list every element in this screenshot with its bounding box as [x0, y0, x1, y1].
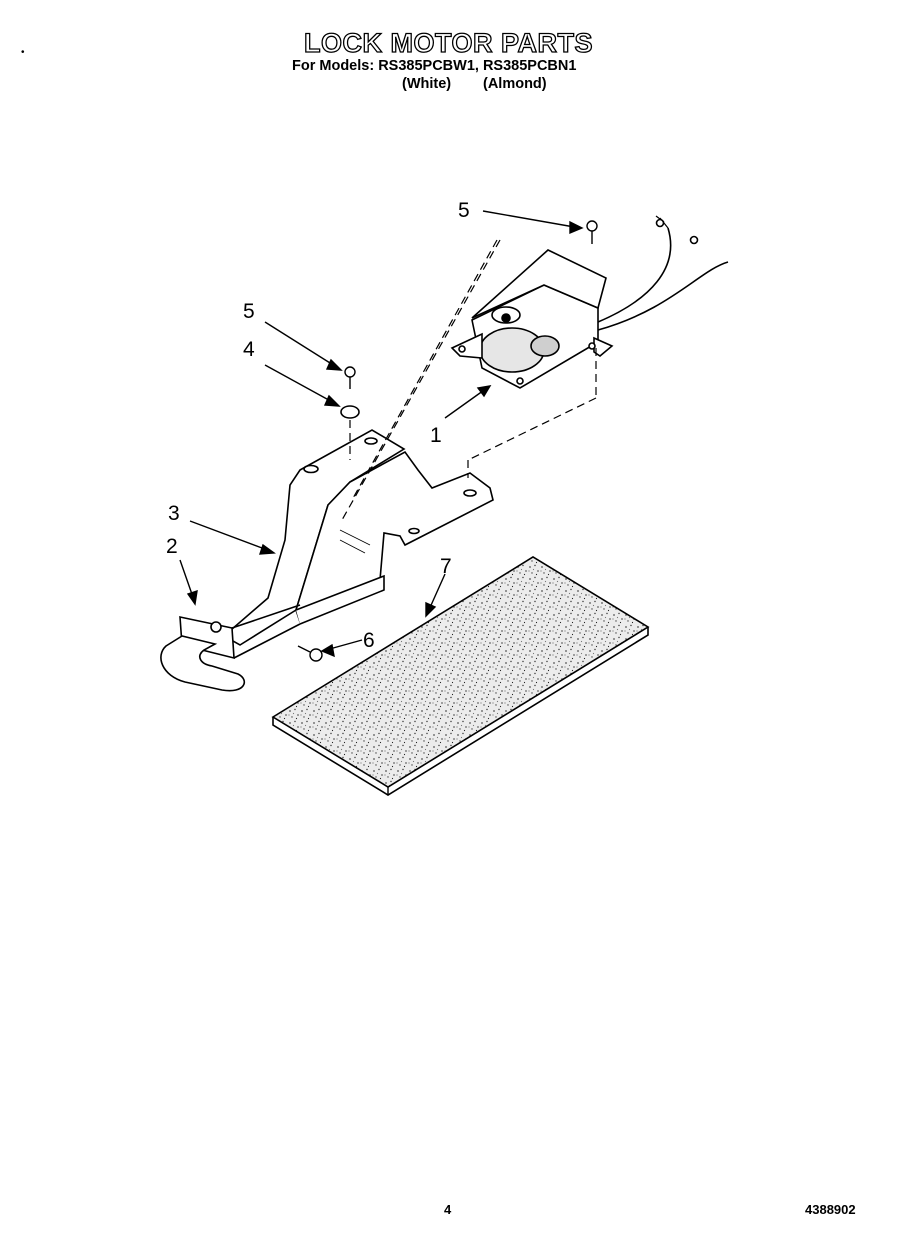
assembly-guide-lines	[341, 239, 597, 521]
lock-bracket	[160, 429, 494, 692]
insulation-pad	[271, 556, 650, 796]
color-almond-label: (Almond)	[483, 76, 547, 92]
screw-6	[297, 645, 323, 662]
callout-6: 6	[363, 629, 375, 652]
page-title: LOCK MOTOR PARTS	[303, 27, 593, 58]
lock-motor	[450, 215, 729, 389]
screw-5-upper	[586, 220, 598, 244]
color-white-label: (White)	[402, 76, 452, 92]
screw-5-lower	[344, 366, 356, 389]
models-line: For Models: RS385PCBW1, RS385PCBN1	[292, 58, 577, 74]
document-number: 4388902	[805, 1202, 856, 1217]
callout-3: 3	[168, 502, 180, 525]
callout-2: 2	[166, 535, 178, 558]
callout-5-lower: 5	[243, 300, 255, 323]
callout-5-upper: 5	[458, 199, 470, 222]
leader-lines	[179, 210, 584, 658]
page-number: 4	[444, 1202, 452, 1217]
callout-7: 7	[440, 555, 452, 578]
callout-1: 1	[430, 424, 442, 447]
washer-4	[340, 405, 360, 419]
callout-4: 4	[243, 338, 255, 361]
corner-mark: •	[21, 47, 25, 58]
